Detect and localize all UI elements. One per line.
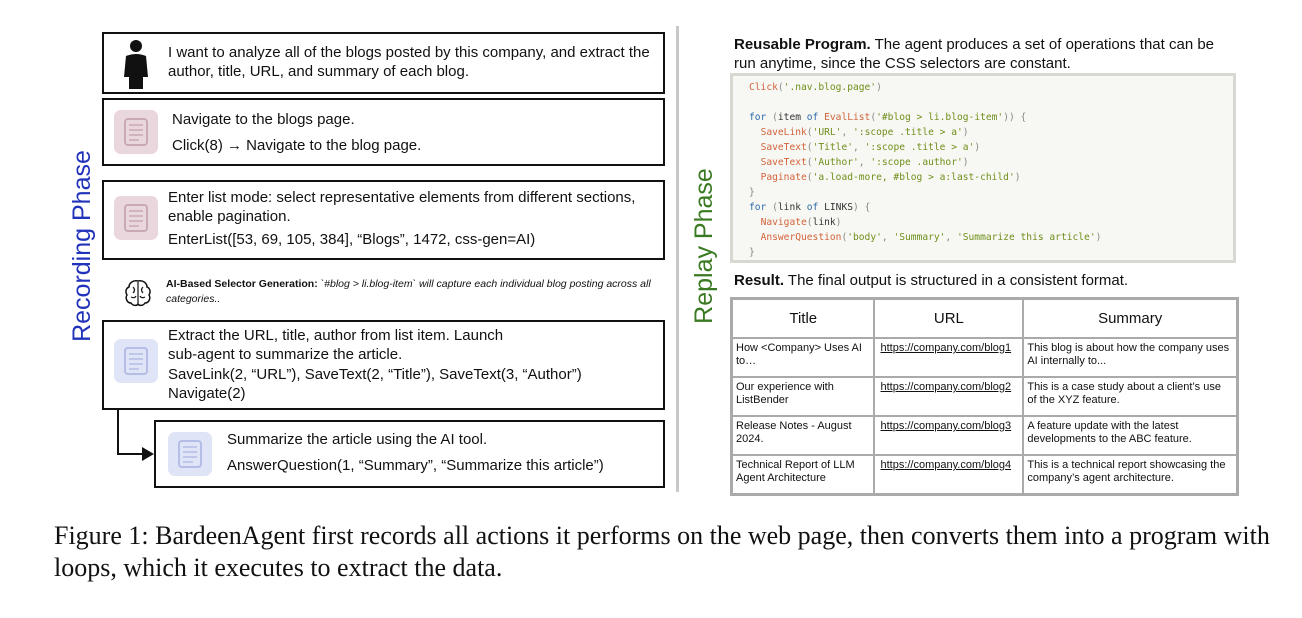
table-cell-title: Technical Report of LLM Agent Architectu…: [730, 454, 876, 496]
table-row: Our experience with ListBender https://c…: [730, 376, 1239, 417]
ai-selector-text: `#blog > li.blog-item` will capture each…: [166, 278, 651, 305]
enterlist-step-box: Enter list mode: select representative e…: [102, 180, 665, 260]
program-heading: Reusable Program. The agent produces a s…: [734, 35, 1224, 73]
ai-selector-note: AI-Based Selector Generation: `#blog > l…: [166, 277, 656, 307]
ai-selector-title: AI-Based Selector Generation:: [166, 278, 318, 290]
table-cell-url[interactable]: https://company.com/blog4: [873, 454, 1025, 496]
navigate-step-description: Navigate to the blogs page.: [172, 111, 355, 128]
result-table: Title URL Summary How <Company> Uses AI …: [730, 297, 1239, 496]
summarize-step-description: Summarize the article using the AI tool.: [227, 431, 488, 448]
table-header-row: Title URL Summary: [730, 297, 1239, 339]
summarize-step-box: Summarize the article using the AI tool.…: [154, 420, 665, 488]
table-header-title: Title: [730, 297, 876, 339]
table-cell-url[interactable]: https://company.com/blog1: [873, 337, 1025, 378]
program-heading-text: The agent produces a set of operations t…: [734, 36, 1215, 72]
arrow-line-horizontal: [117, 453, 145, 455]
scroll-icon: [114, 196, 158, 240]
table-cell-title: Release Notes - August 2024.: [730, 415, 876, 456]
code-line: [749, 95, 1233, 110]
extract-step-action-line2: Navigate(2): [168, 385, 246, 402]
table-cell-title: How <Company> Uses AI to…: [730, 337, 876, 378]
scroll-icon: [114, 110, 158, 154]
replay-phase-label: Replay Phase: [690, 168, 718, 324]
extract-step-description: Extract the URL, title, author from list…: [168, 327, 504, 363]
scroll-icon: [114, 339, 158, 383]
code-line: AnswerQuestion('body', 'Summary', 'Summa…: [760, 232, 1102, 243]
code-line: Navigate(link): [760, 217, 842, 228]
code-line: }: [749, 247, 755, 258]
brain-icon: [125, 280, 151, 307]
enterlist-step-description: Enter list mode: select representative e…: [168, 189, 636, 225]
table-cell-summary: This is a case study about a client’s us…: [1022, 376, 1239, 417]
table-header-summary: Summary: [1022, 297, 1239, 339]
code-line: Click('.nav.blog.page'): [749, 82, 882, 93]
table-cell-summary: This blog is about how the company uses …: [1022, 337, 1239, 378]
navigate-step-box: Navigate to the blogs page. Click(8) → N…: [102, 98, 665, 166]
code-line: }: [749, 187, 755, 198]
user-request-box: I want to analyze all of the blogs poste…: [102, 32, 665, 94]
table-row: How <Company> Uses AI to… https://compan…: [730, 337, 1239, 378]
extract-step-box: Extract the URL, title, author from list…: [102, 320, 665, 410]
enterlist-step-action: EnterList([53, 69, 105, 384], “Blogs”, 1…: [168, 231, 536, 248]
program-heading-bold: Reusable Program.: [734, 36, 871, 53]
summarize-step-action: AnswerQuestion(1, “Summary”, “Summarize …: [227, 457, 604, 474]
result-heading: Result. The final output is structured i…: [734, 271, 1234, 290]
table-row: Release Notes - August 2024. https://com…: [730, 415, 1239, 456]
table-row: Technical Report of LLM Agent Architectu…: [730, 454, 1239, 496]
recording-phase-label: Recording Phase: [68, 150, 96, 342]
person-icon: [124, 40, 148, 89]
code-line: SaveLink('URL', ':scope .title > a'): [760, 127, 969, 138]
table-header-url: URL: [873, 297, 1025, 339]
code-line: for (link of LINKS) {: [749, 202, 871, 213]
user-request-text: I want to analyze all of the blogs poste…: [168, 44, 650, 80]
table-cell-summary: This is a technical report showcasing th…: [1022, 454, 1239, 496]
phase-separator: [676, 26, 679, 492]
table-cell-summary: A feature update with the latest develop…: [1022, 415, 1239, 456]
scroll-icon: [168, 432, 212, 476]
extract-step-action-line1: SaveLink(2, “URL”), SaveText(2, “Title”)…: [168, 366, 582, 383]
arrow-line-vertical: [117, 408, 119, 455]
code-line: SaveText('Title', ':scope .title > a'): [760, 142, 981, 153]
result-heading-text: The final output is structured in a cons…: [784, 272, 1129, 289]
code-line: Paginate('a.load-more, #blog > a:last-ch…: [760, 172, 1021, 183]
figure-caption: Figure 1: BardeenAgent first records all…: [54, 521, 1270, 582]
code-line: SaveText('Author', ':scope .author'): [760, 157, 969, 168]
program-code-block: Click('.nav.blog.page') for (item of Eva…: [730, 73, 1236, 263]
navigate-step-action: Click(8) → Navigate to the blog page.: [172, 137, 422, 154]
code-line: for (item of EvalList('#blog > li.blog-i…: [749, 112, 1027, 123]
table-cell-url[interactable]: https://company.com/blog2: [873, 376, 1025, 417]
result-heading-bold: Result.: [734, 272, 785, 289]
table-cell-title: Our experience with ListBender: [730, 376, 876, 417]
table-cell-url[interactable]: https://company.com/blog3: [873, 415, 1025, 456]
arrow-head-icon: [142, 447, 154, 461]
